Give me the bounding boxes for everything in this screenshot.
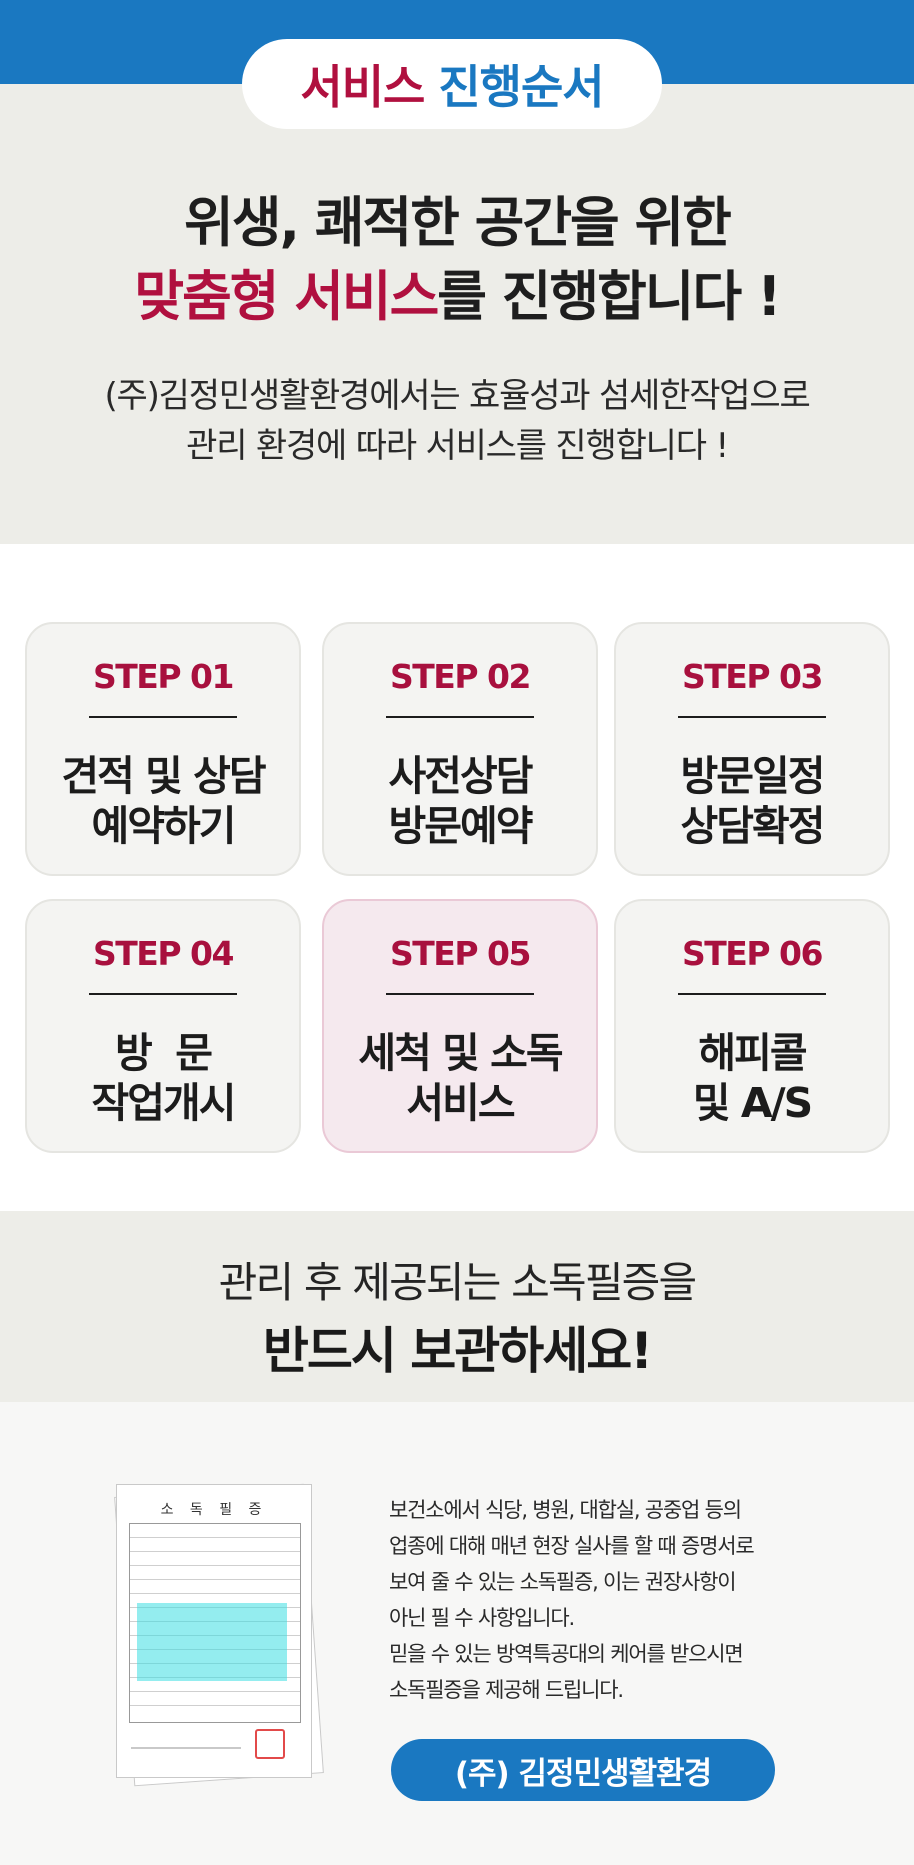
certificate-footer-line xyxy=(131,1747,241,1749)
certificate-text-line-3: 보여 줄 수 있는 소독필증, 이는 권장사항이 xyxy=(389,1570,737,1594)
step-card-05: STEP 05 세척 및 소독 서비스 xyxy=(322,899,598,1153)
seal-stamp-icon xyxy=(255,1729,285,1759)
step-card-01: STEP 01 견적 및 상담 예약하기 xyxy=(25,622,301,876)
step-card-06: STEP 06 해피콜 및 A/S xyxy=(614,899,890,1153)
notice-line-1: 관리 후 제공되는 소독필증을 xyxy=(218,1258,698,1307)
step-card-02: STEP 02 사전상담 방문예약 xyxy=(322,622,598,876)
step-divider xyxy=(678,716,826,718)
step-title-line-2: 작업개시 xyxy=(91,1079,237,1127)
section-title-order: 진행순서 xyxy=(438,60,604,114)
certificate-text-line-6: 소독필증을 제공해 드립니다. xyxy=(389,1678,624,1702)
step-title-line-1: 방 문 xyxy=(115,1029,213,1077)
headline-accent: 맞춤형 서비스 xyxy=(134,265,439,328)
certificate-text-line-2: 업종에 대해 매년 현장 실사를 할 때 증명서로 xyxy=(389,1534,755,1558)
step-title-line-1: 해피콜 xyxy=(698,1029,807,1077)
headline-rest: 를 진행합니다 ! xyxy=(437,265,781,328)
certificate-highlight xyxy=(137,1603,287,1681)
step-label: STEP 03 xyxy=(682,657,823,696)
hero-section xyxy=(0,84,914,544)
step-title-line-1: 사전상담 xyxy=(388,752,534,800)
certificate-front-sheet: 소 독 필 증 xyxy=(116,1484,312,1778)
step-divider xyxy=(386,716,534,718)
company-name-button[interactable]: (주) 김정민생활환경 xyxy=(391,1739,775,1801)
intro-line-2: 관리 환경에 따라 서비스를 진행합니다 ! xyxy=(186,426,729,466)
step-title-line-2: 및 A/S xyxy=(692,1079,813,1127)
certificate-text-line-5: 믿을 수 있는 방역특공대의 케어를 받으시면 xyxy=(389,1642,744,1666)
step-title-line-2: 상담확정 xyxy=(680,802,826,850)
certificate-doc-title: 소 독 필 증 xyxy=(160,1502,268,1518)
step-title-line-2: 서비스 xyxy=(406,1079,515,1127)
certificate-text-line-1: 보건소에서 식당, 병원, 대합실, 공중업 등의 xyxy=(389,1498,742,1522)
step-label: STEP 04 xyxy=(93,934,234,973)
step-divider xyxy=(678,993,826,995)
step-divider xyxy=(89,716,237,718)
step-card-03: STEP 03 방문일정 상담확정 xyxy=(614,622,890,876)
step-card-04: STEP 04 방 문 작업개시 xyxy=(25,899,301,1153)
headline-line-1: 위생, 쾌적한 공간을 위한 xyxy=(184,191,732,254)
certificate-document-image: 소 독 필 증 xyxy=(114,1483,324,1787)
step-title-line-1: 견적 및 상담 xyxy=(61,752,266,800)
step-divider xyxy=(386,993,534,995)
step-label: STEP 06 xyxy=(682,934,823,973)
intro-line-1: (주)김정민생활환경에서는 효율성과 섬세한작업으로 xyxy=(104,376,810,416)
notice-line-2: 반드시 보관하세요! xyxy=(262,1322,653,1380)
step-title-line-1: 방문일정 xyxy=(680,752,826,800)
step-divider xyxy=(89,993,237,995)
section-title-service: 서비스 xyxy=(300,60,425,114)
step-label: STEP 01 xyxy=(93,657,234,696)
step-title-line-1: 세척 및 소독 xyxy=(358,1029,563,1077)
step-title-line-2: 예약하기 xyxy=(91,802,237,850)
notice-band: 관리 후 제공되는 소독필증을 반드시 보관하세요! xyxy=(0,1211,914,1402)
step-label: STEP 02 xyxy=(390,657,531,696)
headline-line-2: 맞춤형 서비스를 진행합니다 ! xyxy=(0,252,914,331)
section-title-pill: 서비스 진행순서 xyxy=(242,39,662,129)
certificate-text-line-4: 아닌 필 수 사항입니다. xyxy=(389,1606,575,1630)
step-title-line-2: 방문예약 xyxy=(388,802,534,850)
certificate-section: 소 독 필 증 보건소에서 식당, 병원, 대합실, 공중업 등의 업종에 대해… xyxy=(0,1402,914,1865)
step-label: STEP 05 xyxy=(390,934,531,973)
